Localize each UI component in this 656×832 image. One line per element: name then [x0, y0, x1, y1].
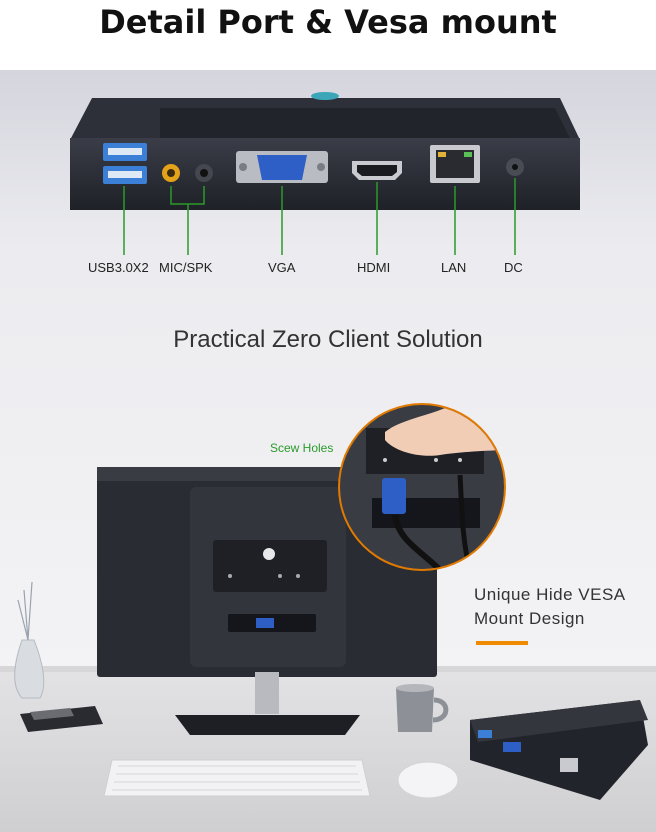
device-back-panel [70, 92, 580, 210]
page-title: Detail Port & Vesa mount [0, 0, 656, 72]
port-label-lan: LAN [441, 260, 467, 275]
vesa-caption-line-1: Unique Hide VESA [474, 585, 626, 604]
port-label-usb: USB3.0X2 [88, 260, 149, 275]
vga-connector [382, 478, 406, 514]
vesa-bracket [213, 540, 327, 592]
port-leader-lines [123, 178, 516, 255]
vesa-caption-line-2: Mount Design [474, 609, 585, 628]
mouse [397, 761, 459, 799]
port-label-dc: DC [504, 260, 523, 275]
screw-holes-label: Scew Holes [270, 441, 334, 455]
keyboard [103, 759, 371, 797]
vase [14, 581, 45, 699]
notebook [20, 706, 103, 732]
port-label-vga: VGA [268, 260, 296, 275]
port-label-hdmi: HDMI [357, 260, 391, 275]
mini-device [470, 700, 648, 800]
vesa-accent-bar [476, 641, 528, 645]
mug [396, 684, 449, 732]
section-subtitle: Practical Zero Client Solution [173, 326, 483, 353]
port-label-mic: MIC/SPK [159, 260, 213, 275]
vesa-caption: Unique Hide VESA Mount Design [474, 583, 626, 631]
